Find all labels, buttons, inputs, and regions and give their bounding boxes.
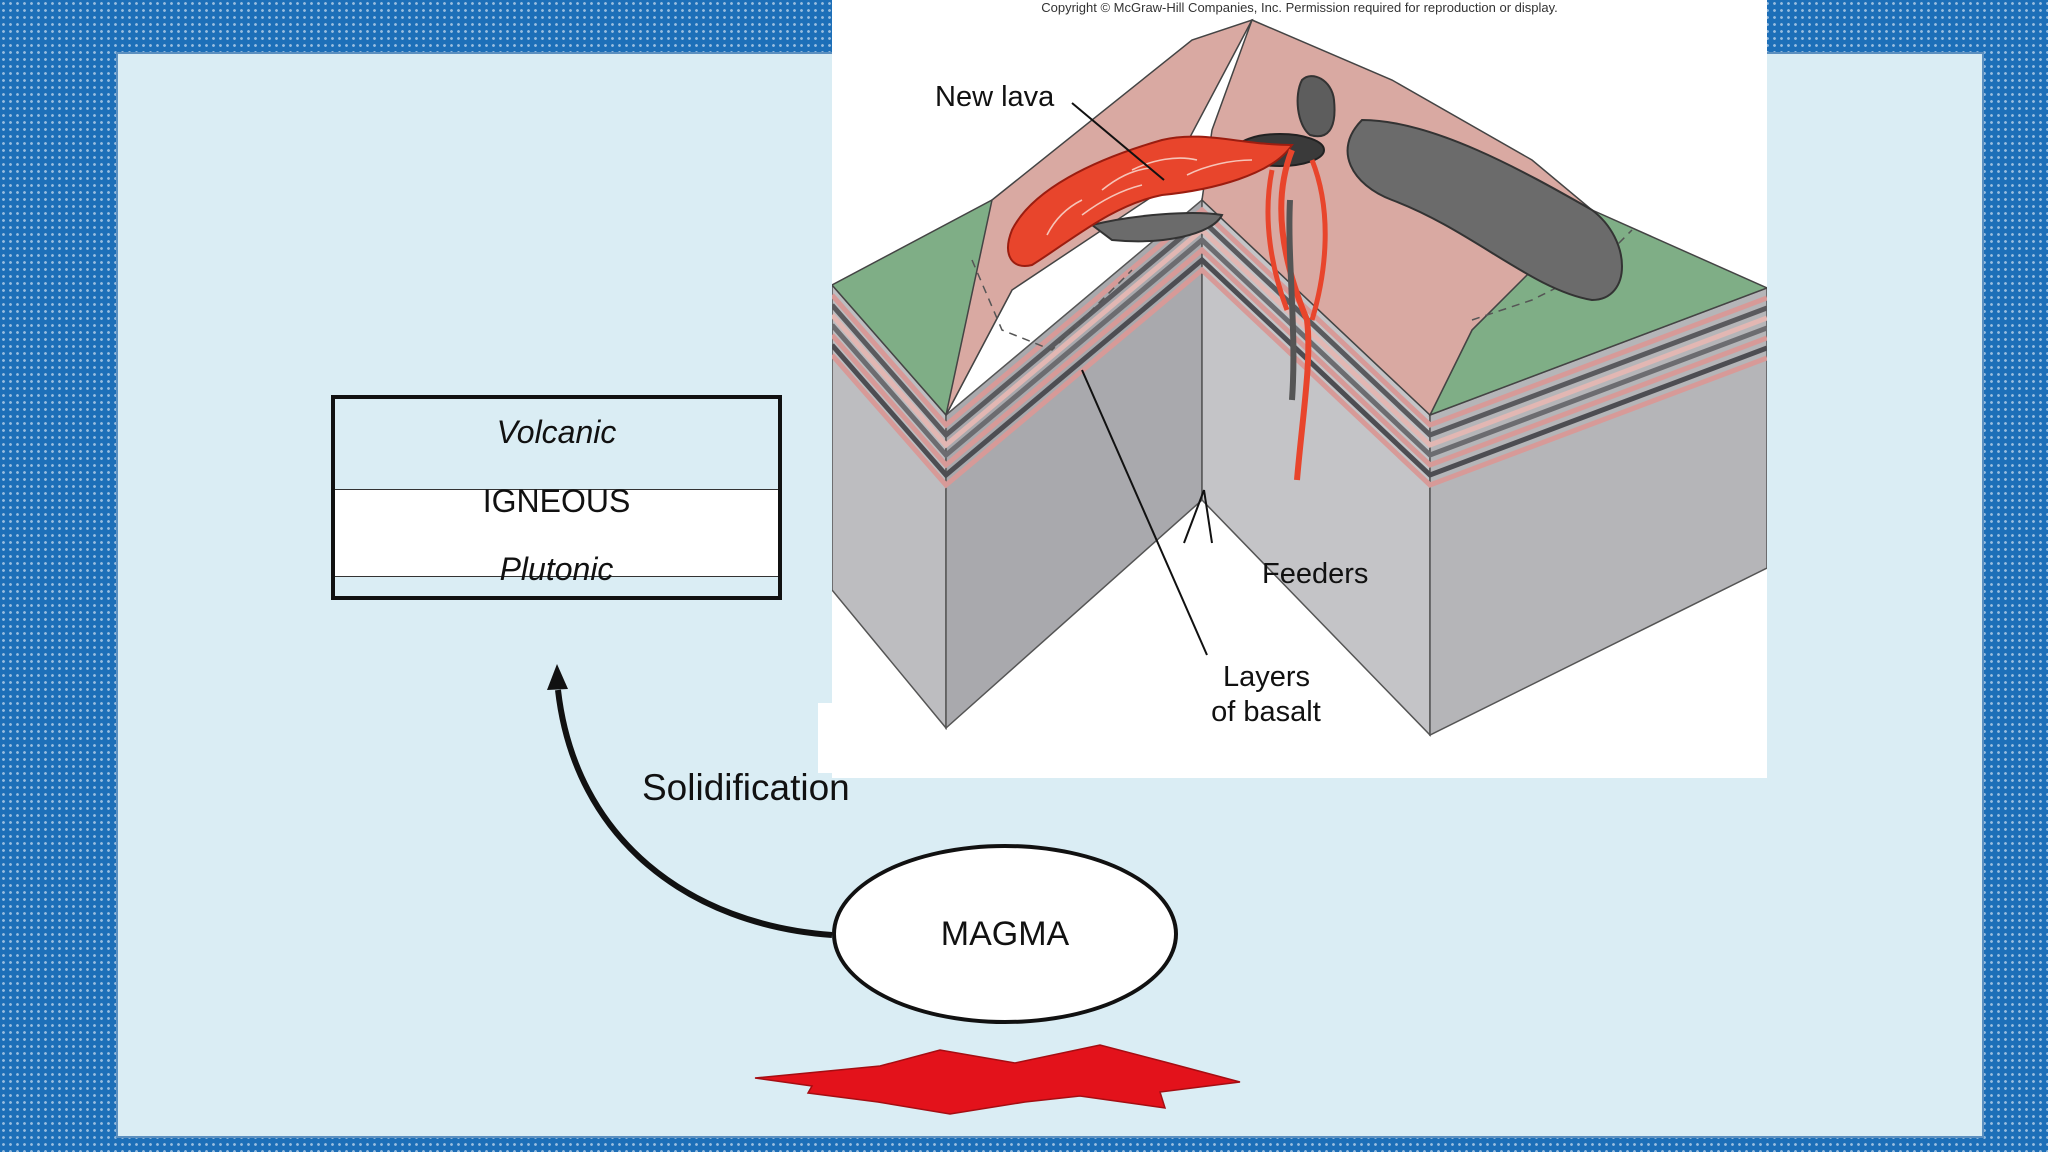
leader-new-lava — [1071, 102, 1165, 181]
igneous-classification-box: Volcanic IGNEOUS Plutonic — [331, 395, 782, 600]
label-layers-line2: of basalt — [1211, 696, 1321, 728]
old-lava-flow-right — [1346, 118, 1623, 302]
plutonic-label: Plutonic — [499, 551, 614, 587]
label-new-lava: New lava — [935, 81, 1055, 113]
leader-layers — [1081, 369, 1208, 656]
label-feeders: Feeders — [1262, 558, 1369, 590]
copyright-notice: Copyright © McGraw-Hill Companies, Inc. … — [1041, 0, 1558, 15]
volcano-figure: Copyright © McGraw-Hill Companies, Inc. … — [832, 0, 1767, 778]
leader-feeders-left — [1183, 489, 1205, 544]
label-layers-line1: Layers — [1222, 661, 1311, 693]
volcanic-label: Volcanic — [496, 414, 617, 450]
arrow-head — [547, 664, 568, 690]
volcano-illustration — [832, 18, 1767, 737]
igneous-label: IGNEOUS — [482, 483, 631, 519]
cone-dashed-contour-left — [971, 259, 1133, 351]
old-lava-flow-summit — [1296, 75, 1336, 138]
new-lava-texture — [1046, 157, 1253, 236]
magma-ellipse: MAGMA — [832, 844, 1178, 1024]
old-lava-flow-left — [1089, 212, 1224, 243]
leader-feeders-right — [1203, 489, 1213, 544]
feeder-dikes — [1265, 148, 1328, 481]
igneous-band — [335, 489, 778, 577]
new-lava-flow — [1007, 135, 1294, 267]
magma-label: MAGMA — [940, 914, 1070, 953]
solidification-label: Solidification — [642, 767, 850, 808]
solidification-arrow — [555, 689, 833, 938]
heat-starburst-icon — [754, 1044, 1241, 1115]
basalt-layers — [832, 206, 1767, 489]
